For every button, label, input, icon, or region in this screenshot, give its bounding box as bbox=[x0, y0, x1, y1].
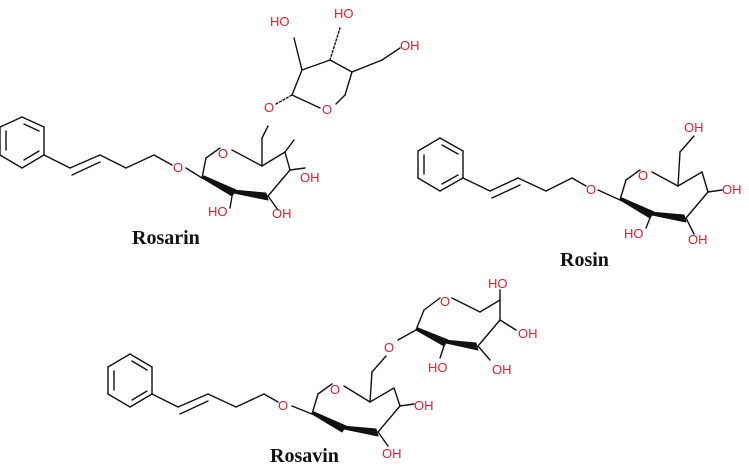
rosin-glycosidic-oxygen: O bbox=[586, 182, 596, 197]
rosarin-hydroxyl-ara-3: HO bbox=[334, 6, 354, 21]
rosin-name-label: Rosin bbox=[560, 249, 609, 271]
rosarin-benzene-ring bbox=[0, 116, 45, 169]
rosavin-ring-oxygen: O bbox=[330, 382, 340, 397]
rosavin-structure: O O O OH OH bbox=[107, 276, 538, 465]
rosavin-arabinopyranose-ring bbox=[397, 289, 517, 361]
rosarin-name-label: Rosarin bbox=[132, 227, 200, 249]
rosarin-arabinose-ring bbox=[275, 27, 401, 109]
rosin-glucose-ring bbox=[597, 135, 723, 235]
rosavin-hydroxyl-c3: OH bbox=[382, 446, 402, 461]
rosavin-hydroxyl-ara-3: OH bbox=[492, 362, 512, 377]
rosavin-glycosidic-oxygen: O bbox=[278, 398, 288, 413]
rosin-cinnamyl-chain bbox=[462, 177, 587, 199]
rosin-ring-oxygen: O bbox=[638, 168, 648, 183]
rosarin-structure: O O O HO OH OH bbox=[0, 6, 420, 249]
rosarin-hydroxyl-c3: OH bbox=[272, 206, 292, 221]
rosarin-glucose-ring bbox=[185, 125, 306, 211]
rosin-hydroxyl-c4: OH bbox=[722, 182, 742, 197]
rosarin-hydroxyl-c4: OH bbox=[300, 170, 320, 185]
rosin-hydroxymethyl: OH bbox=[684, 120, 704, 135]
rosavin-hydroxyl-c4: OH bbox=[414, 398, 434, 413]
rosarin-ring-oxygen: O bbox=[218, 146, 228, 161]
rosarin-hydroxyl-ara-2: HO bbox=[270, 14, 290, 29]
rosarin-furanose-oxygen: O bbox=[322, 102, 332, 117]
rosin-structure: O O OH HO OH OH Rosin bbox=[417, 120, 742, 271]
rosavin-cinnamyl-chain bbox=[151, 393, 279, 415]
rosavin-benzene-ring bbox=[107, 353, 153, 408]
rosavin-hydroxyl-ara-4a: HO bbox=[488, 276, 508, 291]
rosavin-name-label: Rosavin bbox=[270, 445, 339, 465]
rosavin-hydroxyl-ara-2: HO bbox=[428, 360, 448, 375]
rosarin-hydroxyl-c2: HO bbox=[208, 204, 228, 219]
rosavin-linking-oxygen: O bbox=[384, 340, 394, 355]
rosin-hydroxyl-c3: OH bbox=[688, 232, 708, 247]
rosarin-cinnamyl-chain bbox=[43, 154, 173, 176]
rosavin-glucose-ring bbox=[291, 355, 415, 447]
rosarin-glycosidic-oxygen: O bbox=[173, 160, 183, 175]
rosin-hydroxyl-c2: HO bbox=[624, 226, 644, 241]
rosavin-hydroxyl-ara-4b: OH bbox=[518, 326, 538, 341]
rosarin-linking-oxygen: O bbox=[264, 100, 274, 115]
rosavin-pyranose-oxygen: O bbox=[440, 294, 450, 309]
rosarin-hydroxyl-ara-5: OH bbox=[400, 38, 420, 53]
rosin-benzene-ring bbox=[417, 137, 464, 192]
